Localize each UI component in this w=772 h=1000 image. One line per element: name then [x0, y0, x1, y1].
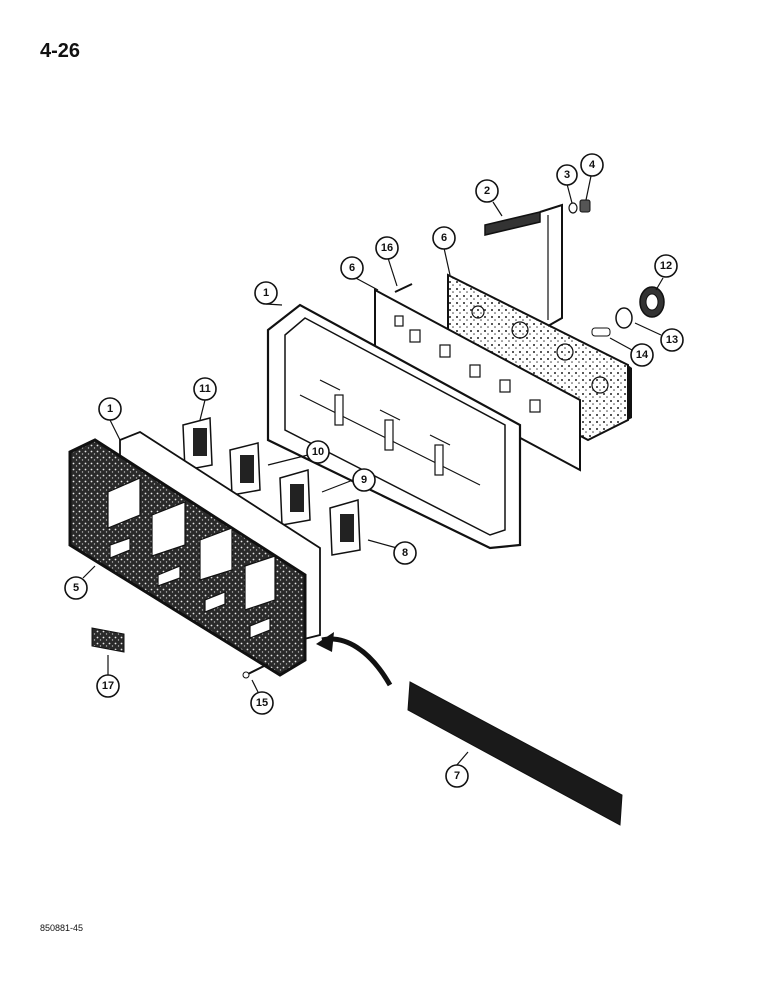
svg-text:5: 5 — [73, 582, 79, 594]
svg-text:16: 16 — [381, 242, 393, 254]
switch-9 — [279, 469, 311, 526]
nut-and-washer — [568, 199, 591, 214]
callout-1-housing: 1 — [254, 281, 278, 305]
svg-text:7: 7 — [454, 770, 460, 782]
callout-8: 8 — [393, 541, 417, 565]
svg-text:6: 6 — [349, 262, 355, 274]
decal-17 — [91, 627, 125, 653]
svg-text:9: 9 — [361, 474, 367, 486]
leader-lines — [82, 175, 664, 767]
callout-13: 13 — [660, 328, 684, 352]
callout-7: 7 — [445, 764, 469, 788]
callout-11: 11 — [193, 377, 217, 401]
svg-text:2: 2 — [484, 185, 490, 197]
callout-17: 17 — [96, 674, 120, 698]
svg-text:12: 12 — [660, 260, 672, 272]
callout-5: 5 — [64, 576, 88, 600]
arrow-head — [316, 632, 334, 652]
svg-text:6: 6 — [441, 232, 447, 244]
circuit-board-front — [374, 288, 581, 472]
callout-6-rear: 6 — [432, 226, 456, 250]
housing — [266, 303, 522, 550]
callout-9: 9 — [352, 468, 376, 492]
svg-text:13: 13 — [666, 334, 678, 346]
lamp-assembly — [591, 286, 665, 337]
screw-15 — [242, 663, 269, 679]
svg-text:3: 3 — [564, 169, 570, 181]
switch-11 — [182, 417, 213, 471]
callout-3: 3 — [556, 164, 578, 186]
svg-text:1: 1 — [263, 287, 269, 299]
callout-16: 16 — [375, 236, 399, 260]
svg-text:15: 15 — [256, 697, 268, 709]
svg-text:1: 1 — [107, 403, 113, 415]
callout-15: 15 — [250, 691, 274, 715]
figure-code: 850881-45 — [40, 923, 84, 933]
callout-12: 12 — [654, 254, 678, 278]
mounting-bracket — [484, 203, 563, 327]
svg-text:14: 14 — [636, 349, 649, 361]
callout-1-plate: 1 — [98, 397, 122, 421]
switch-10 — [229, 442, 261, 496]
svg-text:8: 8 — [402, 547, 408, 559]
callout-4: 4 — [580, 153, 604, 177]
switch-8 — [329, 499, 361, 556]
page-number: 4-26 — [40, 40, 81, 62]
svg-text:10: 10 — [312, 446, 324, 458]
svg-text:17: 17 — [102, 680, 114, 692]
svg-text:11: 11 — [199, 383, 211, 395]
callout-6-front: 6 — [340, 256, 364, 280]
label-strip — [407, 681, 623, 826]
front-bezel — [68, 438, 307, 677]
svg-text:4: 4 — [589, 159, 596, 171]
callout-2: 2 — [475, 179, 499, 203]
screw-16 — [394, 283, 413, 293]
callout-10: 10 — [306, 440, 330, 464]
callout-14: 14 — [630, 343, 654, 367]
